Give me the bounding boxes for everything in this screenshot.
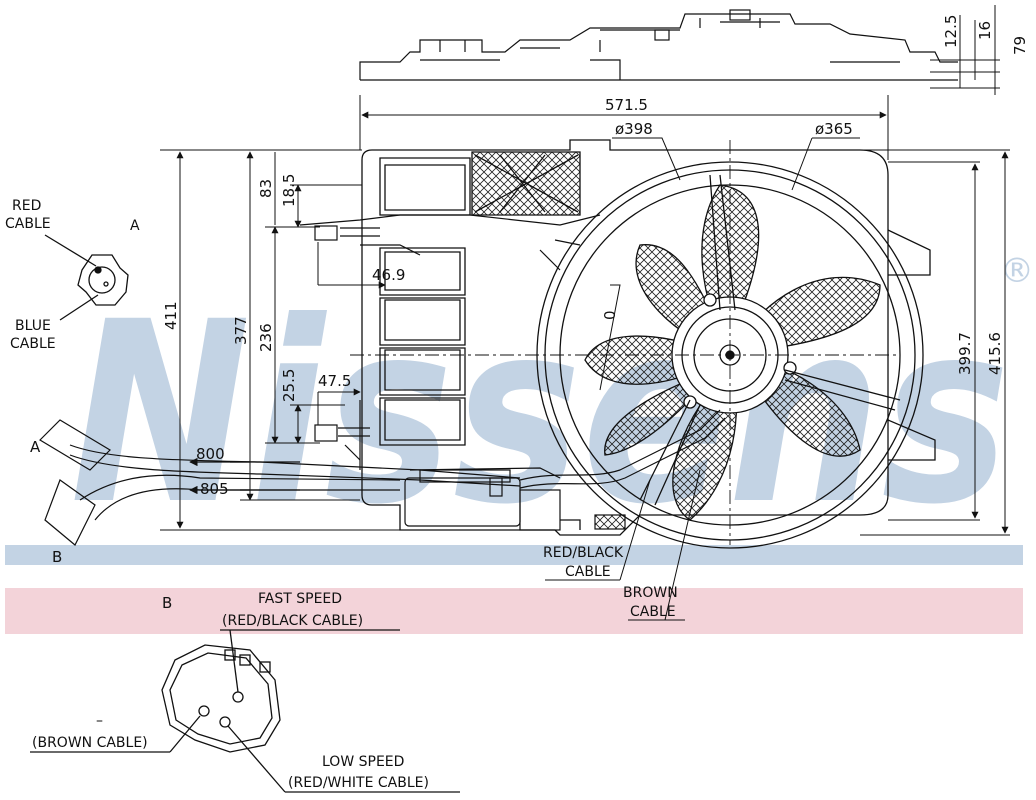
connector-b-marker: B — [162, 594, 172, 612]
cable-leaders — [545, 469, 701, 621]
side-dimension-lines — [930, 5, 1000, 95]
top-connector-bracket — [299, 214, 601, 271]
pink-band — [5, 588, 1023, 634]
fast-speed-label: FAST SPEED — [258, 591, 342, 607]
red-cable-label-1: RED — [12, 198, 41, 214]
blue-cable-label-2: CABLE — [10, 336, 56, 352]
dim-83: 83 — [257, 179, 275, 198]
dim-18-5: 18.5 — [280, 174, 298, 207]
brown-cable-label-2: CABLE — [630, 604, 676, 620]
brown-cable-b-label: (BROWN CABLE) — [32, 735, 148, 751]
dim-377: 377 — [232, 316, 250, 345]
dim-79: 79 — [1011, 36, 1029, 55]
connector-a-marker: A — [130, 218, 140, 234]
connector-a-detail — [44, 234, 129, 321]
diameter-leaders — [612, 137, 860, 191]
dim-47-5: 47.5 — [318, 372, 351, 390]
brown-cable-label-1: BROWN — [623, 585, 678, 601]
dim-800: 800 — [196, 445, 225, 463]
dim-571-5: 571.5 — [605, 96, 648, 114]
right-height-dims — [860, 149, 1010, 536]
height-dims — [160, 149, 400, 531]
blue-band — [5, 545, 1023, 565]
marker-b-cable: B — [52, 548, 62, 566]
dim-25-5: 25.5 — [280, 369, 298, 402]
dim-diameter-365: ø365 — [815, 120, 853, 138]
minus-label: – — [96, 713, 103, 729]
fast-speed-cable-label: (RED/BLACK CABLE) — [222, 613, 363, 629]
lower-connector — [314, 400, 370, 470]
low-speed-label: LOW SPEED — [322, 754, 404, 770]
red-cable-label-2: CABLE — [5, 216, 51, 232]
width-dim — [359, 95, 889, 160]
dim-411: 411 — [162, 301, 180, 330]
red-black-cable-label-1: RED/BLACK — [543, 545, 624, 561]
cable-harness — [39, 409, 726, 546]
side-view — [359, 9, 958, 81]
dim-12-5: 12.5 — [942, 15, 960, 48]
connector-b-detail — [30, 629, 460, 793]
dim-805: 805 — [200, 480, 229, 498]
low-speed-cable-label: (RED/WHITE CABLE) — [288, 775, 429, 791]
dim-415-6: 415.6 — [986, 332, 1004, 375]
dim-diameter-398: ø398 — [615, 120, 653, 138]
dim-399-7: 399.7 — [956, 332, 974, 375]
dim-46-9: 46.9 — [372, 266, 405, 284]
dim-hub: 0 — [601, 310, 619, 320]
resistor-block — [404, 467, 626, 531]
marker-a-cable: A — [30, 438, 41, 456]
centerlines — [350, 140, 900, 545]
red-black-cable-label-2: CABLE — [565, 564, 611, 580]
dim-16: 16 — [976, 21, 994, 40]
blue-cable-label-1: BLUE — [15, 318, 51, 334]
dim-236: 236 — [257, 323, 275, 352]
